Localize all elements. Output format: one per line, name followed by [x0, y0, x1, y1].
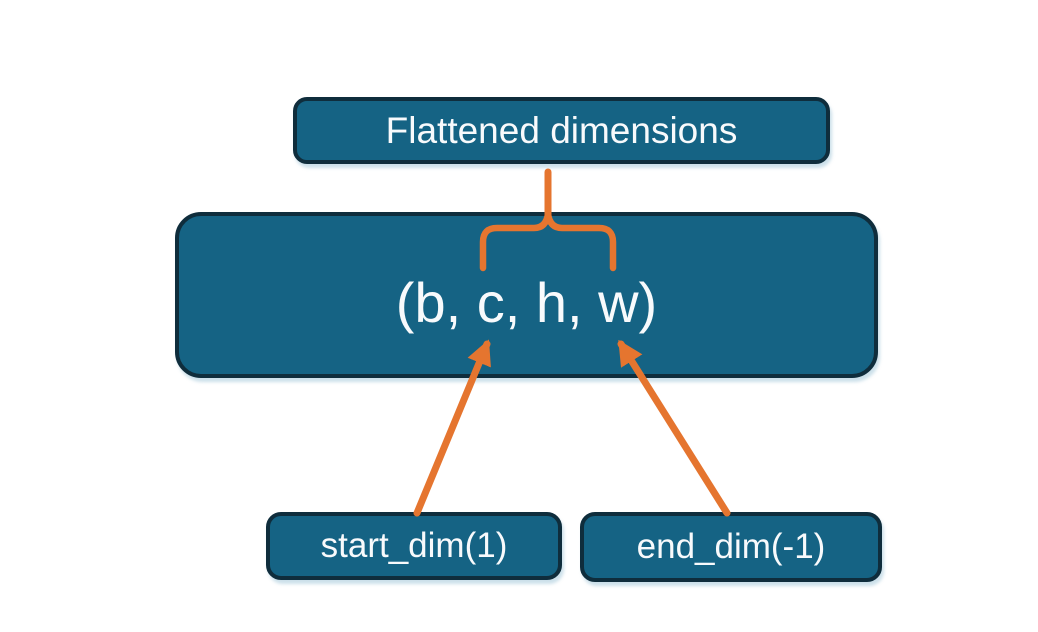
- end-dim-label: end_dim(-1): [636, 527, 826, 566]
- flattened-dimensions-box: Flattened dimensions: [293, 97, 830, 164]
- end-dim-box: end_dim(-1): [580, 512, 882, 582]
- tensor-shape-label: (b, c, h, w): [395, 270, 658, 334]
- tensor-shape-box: (b, c, h, w): [175, 212, 878, 378]
- start-dim-label: start_dim(1): [320, 526, 508, 565]
- flattened-dimensions-label: Flattened dimensions: [385, 109, 738, 151]
- start-dim-box: start_dim(1): [266, 512, 562, 580]
